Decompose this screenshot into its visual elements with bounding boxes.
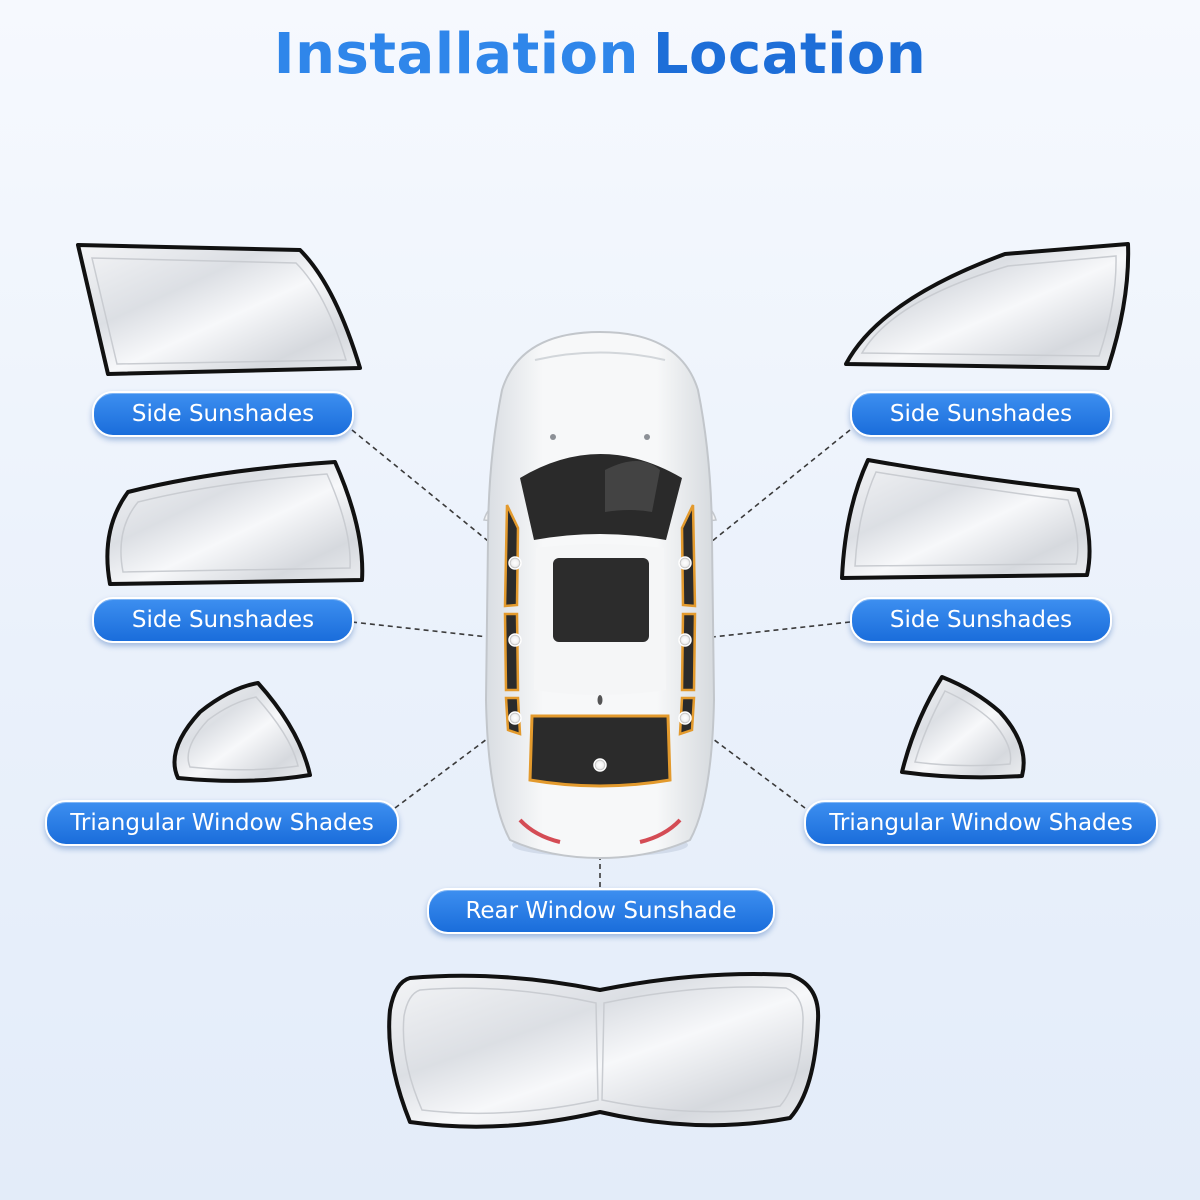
indicator-dots: [508, 556, 692, 772]
label-side-sunshades-rear-left: Side Sunshades: [92, 597, 354, 643]
label-side-sunshades-front-right: Side Sunshades: [850, 391, 1112, 437]
title-word-installation: Installation: [273, 22, 639, 87]
label-side-sunshades-rear-right: Side Sunshades: [850, 597, 1112, 643]
label-triangular-window-shades-right: Triangular Window Shades: [804, 800, 1158, 846]
shade-rear-left: [105, 460, 365, 586]
label-side-sunshades-front-left: Side Sunshades: [92, 391, 354, 437]
label-triangular-window-shades-left: Triangular Window Shades: [45, 800, 399, 846]
shade-rear-window: [387, 972, 821, 1129]
title-word-location: Location: [652, 22, 927, 87]
car-top-view: [483, 330, 717, 860]
shade-triangular-right: [900, 675, 1026, 780]
label-rear-window-sunshade: Rear Window Sunshade: [427, 888, 775, 934]
shade-front-left: [76, 243, 362, 376]
shade-rear-right: [840, 458, 1092, 580]
shade-triangular-left: [172, 681, 312, 783]
shade-front-right: [844, 242, 1131, 370]
